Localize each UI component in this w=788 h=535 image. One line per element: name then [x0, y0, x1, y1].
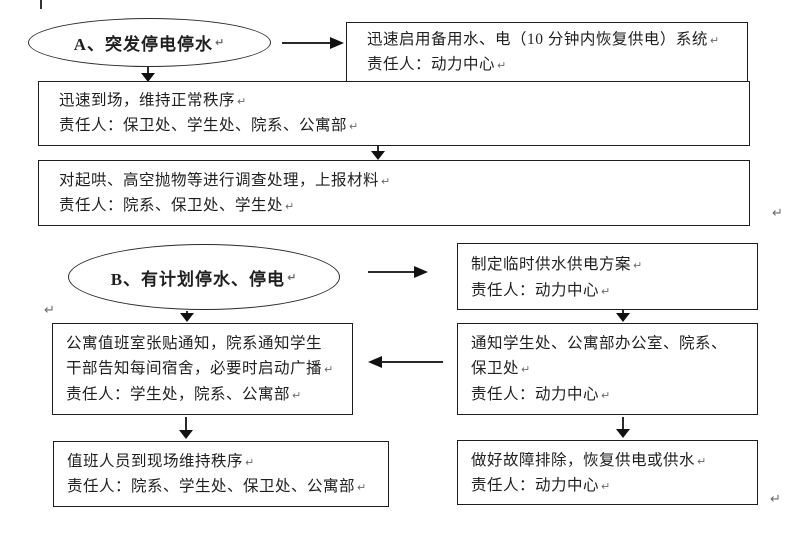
arrow-a-down-2: [377, 146, 379, 152]
paragraph-mark: ↵: [633, 259, 643, 272]
arrow-b-down-head: [180, 313, 194, 322]
paragraph-mark: ↵: [497, 59, 507, 72]
flow-a-response-box: 迅速启用备用水、电（10 分钟内恢复供电）系统↵ 责任人：动力中心↵: [346, 22, 748, 82]
paragraph-mark: ↵: [709, 34, 720, 47]
flow-a-start-ellipse: A、突发停电停水↵: [28, 18, 271, 67]
box-text-line: 干部告知每间宿舍，必要时启动广播: [66, 360, 323, 377]
arrow-a-down-2-head: [371, 151, 385, 160]
flow-b-order-box: 值班人员到现场维持秩序↵ 责任人：院系、学生处、保卫处、公寓部↵: [53, 441, 389, 507]
flow-b-restore-box: 做好故障排除，恢复供电或供水↵ 责任人：动力中心↵: [457, 440, 758, 505]
paragraph-mark: ↵: [381, 175, 391, 188]
arrow-b-plan-down: [622, 310, 624, 315]
paragraph-mark: ↵: [44, 303, 55, 318]
arrow-b-notify-down: [622, 417, 624, 430]
flow-a-arrive-box: 迅速到场，维持正常秩序↵ 责任人：保卫处、学生处、院系、公寓部↵: [38, 81, 750, 146]
box-text-line: 做好故障排除，恢复供电或供水: [471, 452, 696, 469]
flow-b-title: B、有计划停水、停电: [110, 269, 286, 289]
arrow-a-right-head: [330, 37, 344, 49]
paragraph-mark: ↵: [601, 389, 611, 402]
paragraph-mark: ↵: [601, 480, 611, 493]
flow-b-notify-box: 通知学生处、公寓部办公室、院系、 保卫处↵ 责任人：动力中心↵: [457, 323, 758, 415]
paragraph-mark: ↵: [697, 455, 707, 468]
box-text-line: 公寓值班室张贴通知，院系通知学生: [66, 335, 323, 352]
paragraph-mark: ↵: [770, 492, 781, 507]
box-text-line: 迅速启用备用水、电（10 分钟内恢复供电）系统: [367, 31, 708, 48]
arrow-b-plan-down-head: [616, 313, 630, 322]
box-text-line: 制定临时供水供电方案: [471, 256, 632, 273]
paragraph-mark: ↵: [292, 389, 302, 402]
box-text-line: 迅速到场，维持正常秩序: [59, 92, 236, 109]
box-text-line: 责任人：动力中心: [471, 477, 600, 494]
flow-b-announce-box: 公寓值班室张贴通知，院系通知学生 干部告知每间宿舍，必要时启动广播↵ 责任人：学…: [52, 323, 353, 415]
arrow-b-right: [368, 271, 416, 273]
box-text-line: 责任人：动力中心: [367, 56, 496, 73]
flow-a-investigate-box: 对起哄、高空抛物等进行调查处理，上报材料↵ 责任人：院系、保卫处、学生处↵: [38, 160, 750, 226]
arrow-b-announce-down: [185, 417, 187, 431]
flow-a-title: A、突发停电停水: [73, 35, 214, 54]
flow-b-plan-box: 制定临时供水供电方案↵ 责任人：动力中心↵: [457, 243, 758, 310]
paragraph-mark: ↵: [324, 363, 334, 376]
flow-b-start-ellipse: B、有计划停水、停电↵: [68, 244, 340, 310]
paragraph-mark: ↵: [237, 95, 247, 108]
arrow-b-announce-down-head: [179, 430, 193, 439]
arrow-b-notify-down-head: [616, 429, 630, 438]
text-cursor: [40, 0, 42, 9]
arrow-a-right: [282, 42, 332, 44]
box-text-line: 对起哄、高空抛物等进行调查处理，上报材料: [59, 172, 380, 189]
box-text-line: 责任人：学生处，院系、公寓部: [66, 386, 291, 403]
paragraph-mark: ↵: [357, 481, 367, 494]
box-text-line: 保卫处: [471, 360, 520, 377]
paragraph-mark: ↵: [287, 270, 298, 284]
arrow-b-right-head: [414, 266, 428, 278]
box-text-line: 值班人员到现场维持秩序: [67, 453, 244, 470]
box-text-line: 责任人：动力中心: [471, 282, 600, 299]
paragraph-mark: ↵: [285, 200, 295, 213]
paragraph-mark: ↵: [601, 285, 611, 298]
box-text-line: 通知学生处、公寓部办公室、院系、: [471, 335, 728, 352]
paragraph-mark: ↵: [521, 363, 531, 376]
arrow-notify-left-head: [368, 356, 382, 368]
arrow-a-down-1: [147, 67, 149, 74]
paragraph-mark: ↵: [772, 206, 783, 221]
box-text-line: 责任人：动力中心: [471, 386, 600, 403]
box-text-line: 责任人：院系、学生处、保卫处、公寓部: [67, 478, 356, 495]
paragraph-mark: ↵: [245, 456, 255, 469]
arrow-a-down-1-head: [141, 73, 155, 82]
paragraph-mark: ↵: [215, 36, 226, 49]
paragraph-mark: ↵: [349, 120, 359, 133]
arrow-notify-left: [381, 361, 443, 363]
box-text-line: 责任人：院系、保卫处、学生处: [59, 197, 284, 214]
box-text-line: 责任人：保卫处、学生处、院系、公寓部: [59, 117, 348, 134]
